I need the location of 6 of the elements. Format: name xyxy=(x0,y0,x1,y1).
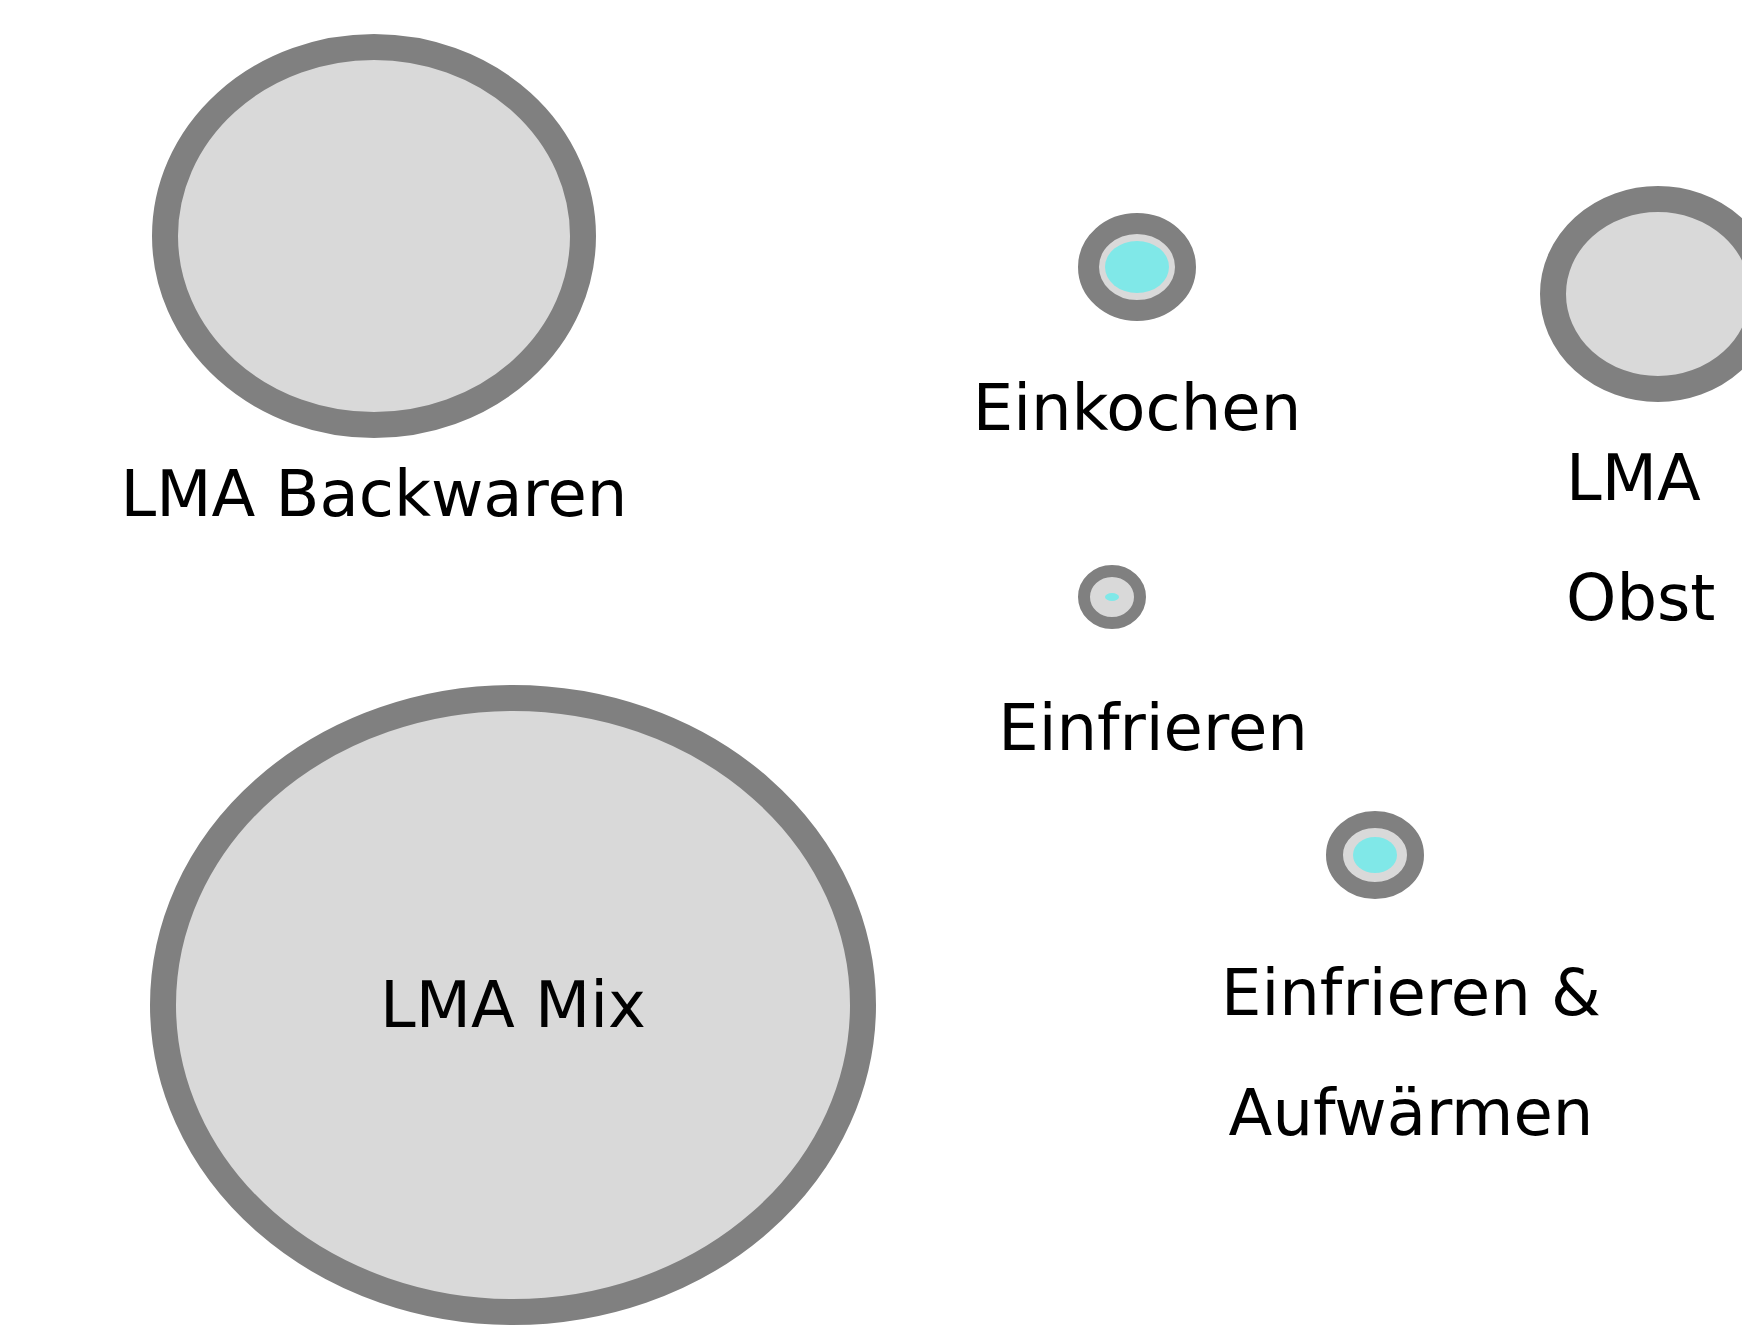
node-label: LMA Mix xyxy=(379,967,647,1044)
node-label: Einkochen xyxy=(971,370,1303,447)
node-label: LMA Backwaren xyxy=(119,456,629,533)
node-label: Einfrieren xyxy=(997,690,1309,767)
node-label: LMA Obst xyxy=(1566,440,1717,637)
node-label: Einfrieren & Aufwärmen xyxy=(1220,955,1602,1152)
